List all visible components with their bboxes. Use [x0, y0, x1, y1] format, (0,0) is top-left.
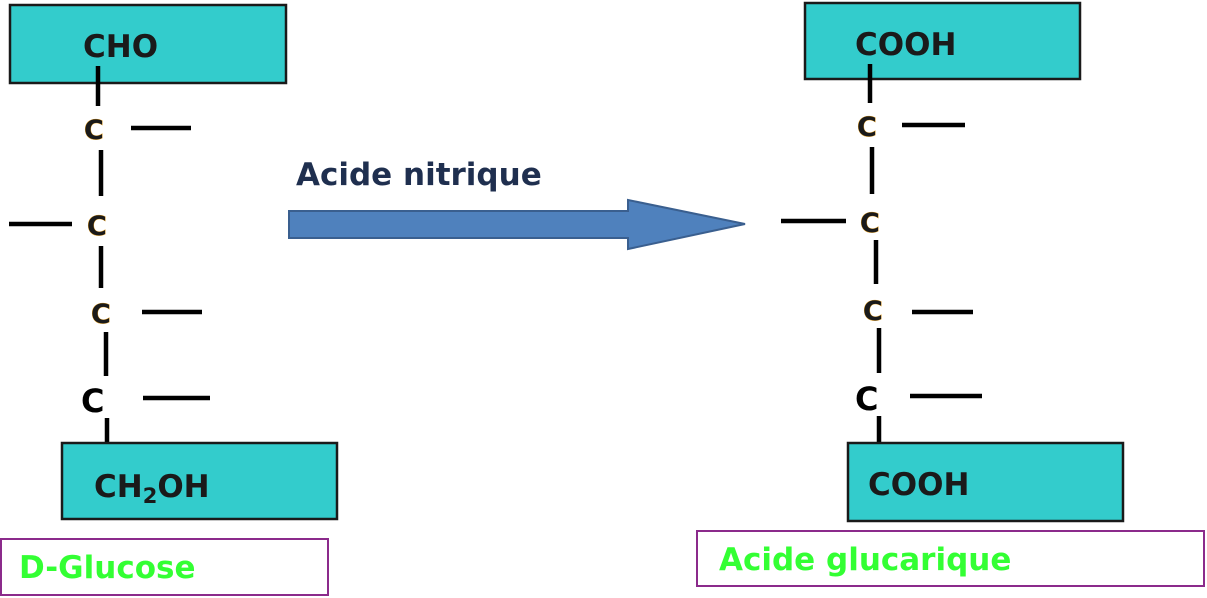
product-name-box [696, 530, 1205, 587]
product-top-group-label: COOH [855, 27, 956, 63]
reactant-top-group-box [8, 3, 288, 85]
product-name: Acide glucarique [719, 542, 1011, 578]
reaction-arrow-group: Acide nitrique [288, 157, 746, 251]
product-bottom-group-label: COOH [868, 467, 969, 503]
reactant-carbon-atom: C [84, 115, 104, 146]
reaction-arrow [288, 198, 746, 251]
product-top-group-box [803, 1, 1082, 81]
reactant-name-box [0, 538, 329, 596]
reactant-carbon-atom: C [91, 299, 111, 330]
product-bottom-group-box [846, 441, 1125, 523]
reactant-carbon-atom: C [87, 211, 107, 242]
product-carbon-atom: C [860, 208, 880, 239]
reactant-name: D-Glucose [19, 550, 195, 586]
reactant-structure: CHO C C C C CH2OH D-Glucose [0, 3, 339, 596]
reactant-carbon-atom: C [81, 382, 104, 420]
reactant-bottom-group-label: CH2OH [94, 469, 210, 508]
product-structure: COOH C C C C COOH Acide glucarique [696, 1, 1205, 587]
reactant-top-group-label: CHO [83, 29, 158, 65]
reagent-label: Acide nitrique [296, 157, 542, 193]
product-carbon-atom: C [863, 296, 883, 327]
product-carbon-atom: C [857, 112, 877, 143]
product-carbon-atom: C [855, 380, 878, 418]
reactant-bottom-group-box [60, 441, 339, 521]
